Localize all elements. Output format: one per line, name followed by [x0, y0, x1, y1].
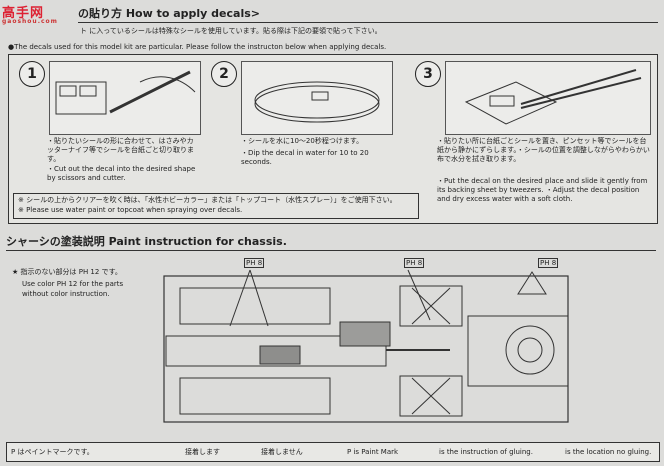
decal-notes-box: ※ シールの上からクリアーを吹く時は、「水性ホビーカラー」または「トップコート（… [13, 193, 419, 219]
step-1-jp: ・貼りたいシールの形に合わせて、はさみやカッターナイフ等でシールを台紙ごと切り取… [47, 137, 194, 163]
paint-mark-label: PH 8 [244, 258, 265, 268]
tweezers-drawing [464, 69, 642, 125]
legend-footer: P はペイントマークです。 接着します 接着しません P is Paint Ma… [6, 442, 660, 462]
step-2-en: ・Dip the decal in water for 10 to 20 sec… [241, 149, 369, 166]
step-3-en: ・Put the decal on the desired place and … [437, 177, 648, 203]
chassis-note-en-2: without color instruction. [22, 290, 110, 298]
step-number: 1 [19, 61, 45, 87]
legend-glue-en: is the instruction of gluing. [439, 448, 533, 456]
legend-noglue-en: is the location no gluing. [565, 448, 652, 456]
legend-noglue-jp: 接着しません [261, 448, 303, 456]
step-2-jp: ・シールを水に10〜20秒程つけます。 [241, 137, 364, 145]
watermark-logo: 高手网 gaoshou.com [2, 6, 58, 25]
decal-intro: ●The decals used for this model kit are … [8, 43, 387, 51]
decal-subtitle: ト に入っているシールは特殊なシールを使用しています。貼る際は下記の要領で貼って… [80, 27, 382, 35]
step-1-illustration [49, 61, 201, 135]
paint-mark-label: PH 8 [538, 258, 559, 268]
divider [78, 22, 658, 23]
step-3-jp: ・貼りたい所に台紙ごとシールを置き、ピンセット等でシールを台紙から静かにずらしま… [437, 137, 650, 163]
cutting-decal-drawing [55, 70, 196, 115]
chassis-note-en-1: Use color PH 12 for the parts [22, 280, 124, 288]
note-jp: ※ シールの上からクリアーを吹く時は、「水性ホビーカラー」または「トップコート（… [18, 196, 397, 204]
water-dish-drawing [254, 81, 380, 123]
step-2-illustration [241, 61, 393, 135]
divider [6, 250, 656, 251]
legend-paint-jp: P はペイントマークです。 [11, 448, 94, 456]
note-en: ※ Please use water paint or topcoat when… [18, 206, 243, 214]
chassis-note-jp: ★ 指示のない部分は PH 12 です。 [12, 268, 122, 276]
step-1-en: ・Cut out the decal into the desired shap… [47, 165, 196, 182]
decal-steps-box: 1 ・貼りたいシールの形に合わせて、はさみやカッターナイフ等でシールを台紙ごと切… [8, 54, 658, 224]
legend-paint-en: P is Paint Mark [347, 448, 399, 456]
step-number: 2 [211, 61, 237, 87]
decal-section-title: の貼り方 How to apply decals> [78, 7, 260, 20]
chassis-section-title: シャーシの塗装説明 Paint instruction for chassis. [6, 235, 287, 248]
paint-mark-label: PH 8 [404, 258, 425, 268]
chassis-drawing [163, 269, 569, 423]
legend-glue-jp: 接着します [185, 448, 220, 456]
step-3-illustration [445, 61, 651, 135]
step-number: 3 [415, 61, 441, 87]
